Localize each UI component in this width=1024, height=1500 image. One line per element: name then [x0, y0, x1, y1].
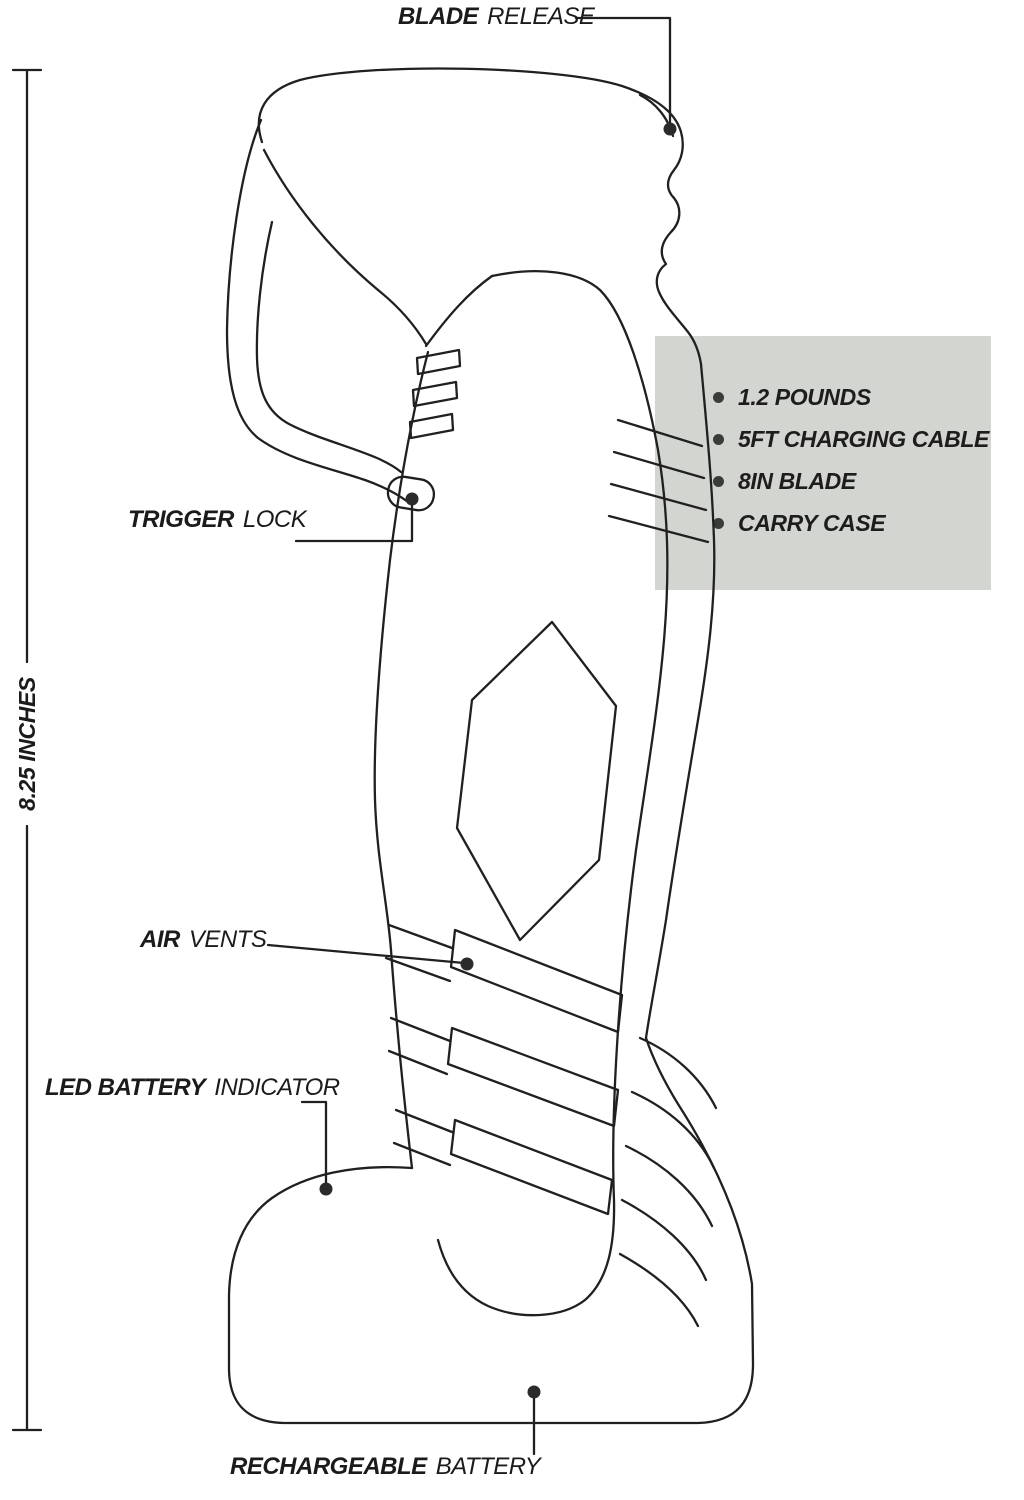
- rear-grip-ribs: [607, 418, 710, 544]
- front-grip-ribs: [408, 348, 462, 440]
- callout-trigger-lock: TRIGGER LOCK: [128, 506, 307, 534]
- leader-trigger-lock: [294, 501, 414, 543]
- callout-trigger-lock-light: LOCK: [242, 506, 307, 533]
- trigger-lock-button: [386, 475, 436, 512]
- leader-led-battery: [300, 1100, 328, 1186]
- spec-item: 8IN BLADE: [713, 468, 991, 495]
- leader-dots: [319, 122, 677, 1399]
- callout-led-battery-light: INDICATOR: [214, 1074, 340, 1101]
- spec-item-label: CARRY CASE: [738, 510, 886, 536]
- dot-led-battery: [319, 1182, 333, 1196]
- spec-item: 1.2 POUNDS: [713, 384, 991, 411]
- knife-head: [257, 67, 703, 366]
- callout-trigger-lock-bold: TRIGGER: [128, 506, 234, 533]
- callout-rechargeable-battery: RECHARGEABLE BATTERY: [230, 1453, 541, 1481]
- spec-item-label: 1.2 POUNDS: [738, 384, 871, 410]
- callout-rechargeable-battery-light: BATTERY: [435, 1453, 541, 1480]
- leader-air-vents: [266, 943, 466, 965]
- spec-item-label: 8IN BLADE: [738, 468, 856, 494]
- body-right-edge: [644, 362, 716, 1040]
- bullet-dot-icon: [713, 392, 724, 403]
- spec-item-label: 5FT CHARGING CABLE: [738, 426, 989, 452]
- callout-blade-release-bold: BLADE: [398, 3, 479, 30]
- dot-air-vents: [460, 957, 474, 971]
- bullet-dot-icon: [713, 518, 724, 529]
- spec-item: CARRY CASE: [713, 510, 991, 537]
- dot-trigger-lock: [405, 492, 419, 506]
- dimension-label: 8.25 INCHES: [14, 677, 40, 811]
- callout-led-battery-bold: LED BATTERY: [45, 1074, 206, 1101]
- spec-item: 5FT CHARGING CABLE: [713, 426, 991, 453]
- bullet-dot-icon: [713, 476, 724, 487]
- callout-air-vents-light: VENTS: [188, 926, 267, 953]
- callout-blade-release-light: RELEASE: [487, 3, 595, 30]
- callout-air-vents-bold: AIR: [140, 926, 180, 953]
- leader-lines: [266, 16, 672, 1456]
- callout-rechargeable-battery-bold: RECHARGEABLE: [230, 1453, 427, 1480]
- bullet-dot-icon: [713, 434, 724, 445]
- handle: [373, 270, 669, 1317]
- trigger-guard: [225, 118, 410, 504]
- battery-base: [227, 1036, 755, 1425]
- dimension-ruler: [11, 68, 43, 1432]
- callout-led-battery-indicator: LED BATTERY INDICATOR: [45, 1074, 340, 1102]
- air-vent-slats: [384, 923, 624, 1216]
- callout-blade-release: BLADE RELEASE: [398, 3, 595, 31]
- dot-blade-release: [663, 122, 677, 136]
- callout-air-vents: AIR VENTS: [140, 926, 267, 954]
- dot-rechargeable-battery: [527, 1385, 541, 1399]
- leader-blade-release: [574, 16, 672, 126]
- spec-box: 1.2 POUNDS 5FT CHARGING CABLE 8IN BLADE …: [655, 336, 991, 590]
- lower-right-ribs: [618, 1036, 718, 1328]
